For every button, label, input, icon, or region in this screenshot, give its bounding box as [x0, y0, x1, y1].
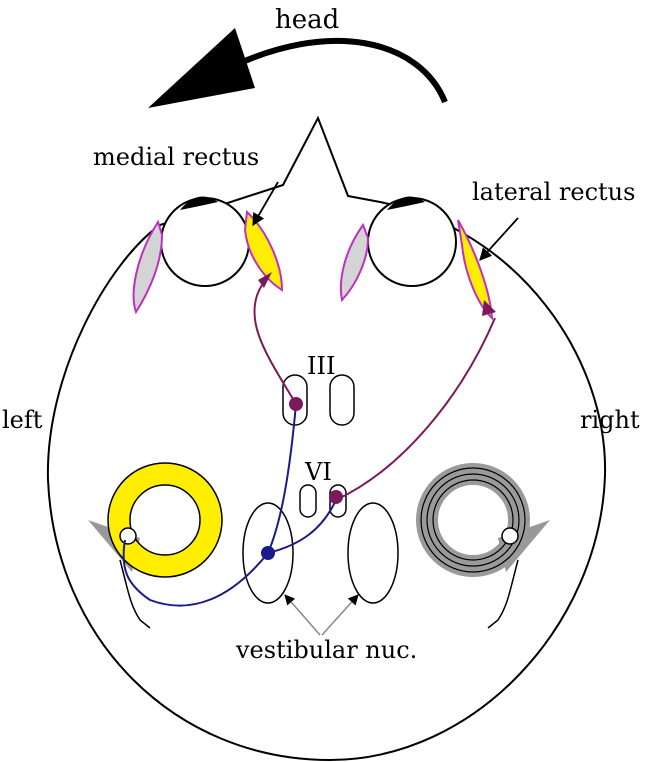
- vestibular-neuron: [261, 546, 275, 560]
- lateral-rectus-label: lateral rectus: [472, 178, 635, 206]
- head-rotation-arrow: [148, 28, 445, 108]
- oculomotor-neuron: [289, 397, 303, 411]
- left-eye: [161, 197, 249, 286]
- left-abducens-nucleus: [300, 485, 316, 517]
- right-oculomotor-nucleus: [330, 375, 354, 425]
- right-vestibular-nucleus: [348, 503, 398, 603]
- oculomotor-nucleus-label: III: [307, 352, 335, 380]
- head-label: head: [275, 5, 339, 35]
- left-side-label: left: [2, 406, 43, 434]
- vestibular-pointer-right: [322, 595, 358, 635]
- medial-rectus-label: medial rectus: [93, 143, 259, 171]
- right-semicircular-canal: [421, 468, 550, 628]
- abducens-nucleus-label: VI: [304, 458, 332, 486]
- arrowhead-icon: [148, 28, 255, 108]
- vestibular-nuclei-label: vestibular nuc.: [235, 636, 417, 664]
- lateral-rectus-pointer: [480, 218, 518, 260]
- right-eye: [368, 197, 456, 286]
- abducens-neuron: [329, 490, 343, 504]
- vestibular-pointer-left: [285, 595, 320, 635]
- medial-rectus-pointer: [253, 182, 278, 225]
- right-medial-rectus-muscle: [341, 225, 368, 300]
- right-side-label: right: [580, 406, 640, 434]
